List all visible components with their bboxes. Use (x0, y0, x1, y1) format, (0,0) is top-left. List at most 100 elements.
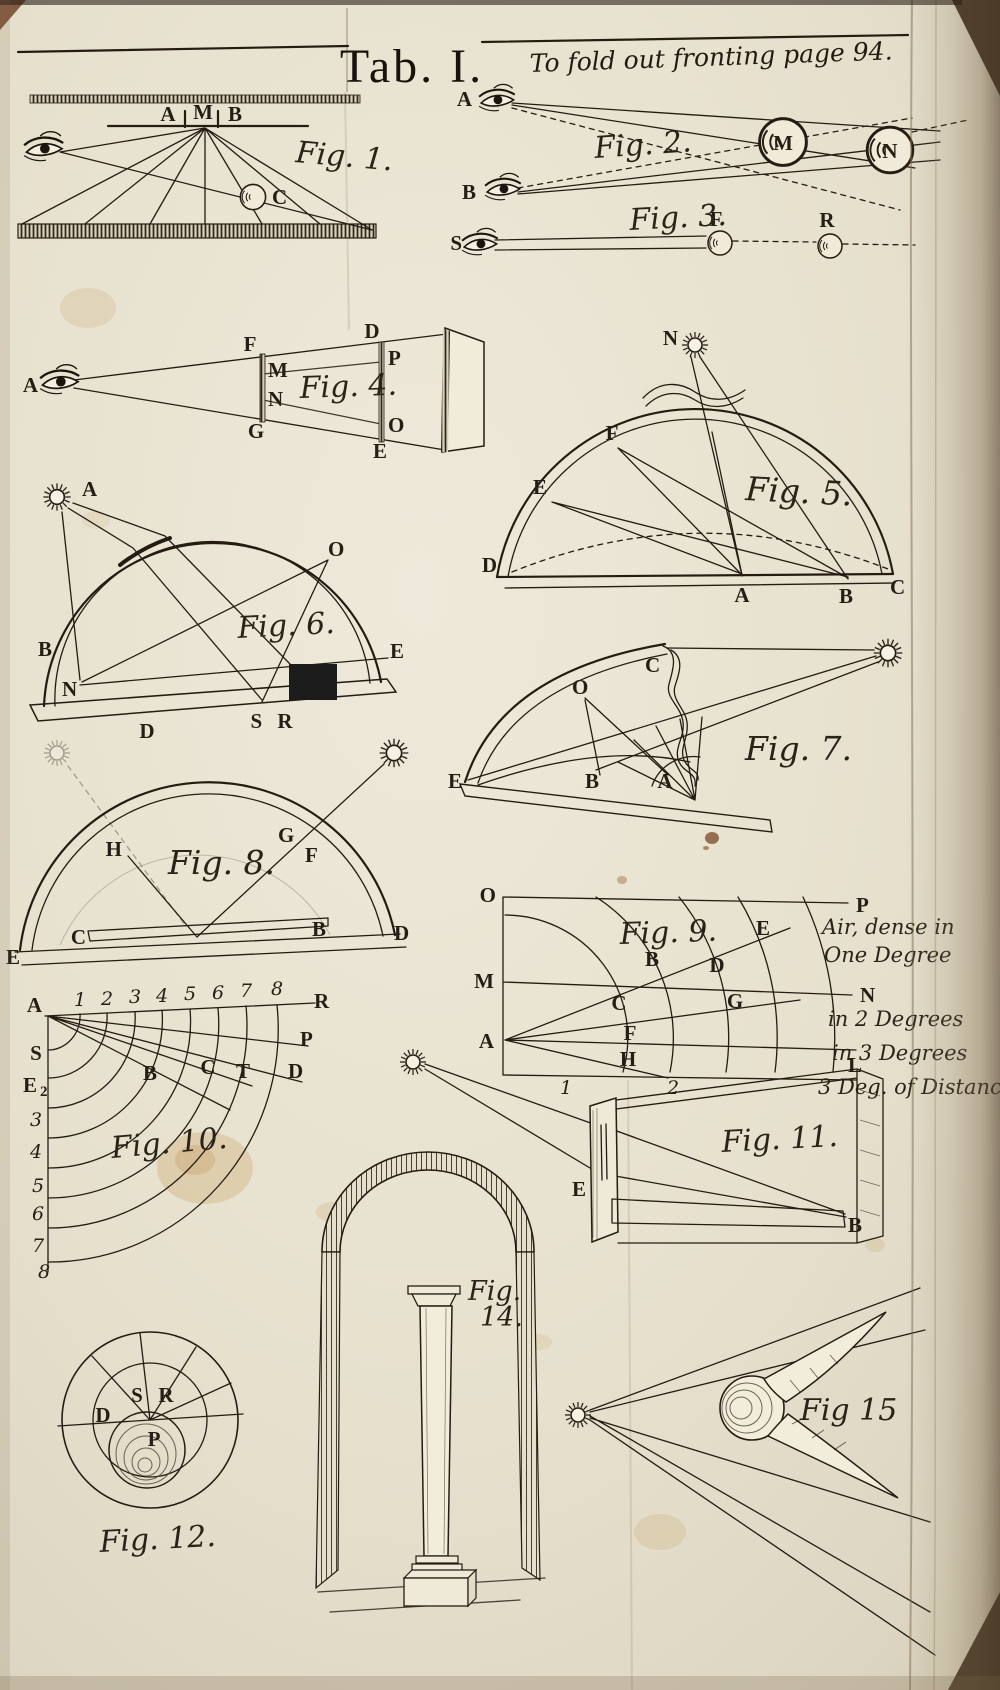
fig5-label-e: E (533, 475, 547, 499)
fig9-label-l: L (848, 1053, 862, 1077)
fig10-label-d: D (288, 1059, 303, 1083)
figure-14: Fig. 14. (315, 1151, 546, 1613)
fig8-caption: Fig. 8. (167, 843, 275, 882)
fig4-label-a: A (23, 373, 39, 397)
fig7-label-c: C (645, 653, 660, 677)
fig4-caption: Fig. 4. (298, 368, 397, 406)
sun-icon (399, 1048, 427, 1076)
fig15-caption: Fig 15 (799, 1393, 897, 1428)
fig7-label-o: O (572, 675, 588, 699)
sphere-r (817, 233, 843, 259)
fig12-label-s: S (131, 1383, 143, 1407)
figure-1: A M B C Fig. 1. (17, 94, 394, 239)
fig10-top-8: 8 (271, 978, 283, 1000)
fig10-top-4: 4 (155, 985, 168, 1007)
figure-15: Fig 15 (564, 1287, 936, 1656)
sun-icon (564, 1401, 592, 1429)
fig3-caption: Fig. 3. (628, 198, 728, 238)
fig4-label-n: N (268, 387, 283, 411)
fig6-label-e: E (390, 639, 404, 663)
fig11-label-e: E (572, 1177, 586, 1201)
figure-2: A B M N Fig. 2. (457, 83, 969, 211)
fig4-label-f: F (244, 332, 257, 356)
fig10-top-3: 3 (129, 986, 141, 1008)
fig4-label-e: E (373, 439, 387, 463)
fig9-label-p: P (856, 893, 869, 917)
fig7-caption: Fig. 7. (744, 729, 852, 768)
figure-5: N F E D A B C Fig. 5. (482, 326, 905, 608)
fig10-label-r: R (314, 989, 330, 1013)
figure-6: A O B N E D S R Fig. 6. (28, 477, 404, 743)
fig10-top-7: 7 (240, 980, 253, 1002)
fig4-label-g: G (248, 419, 264, 443)
fig10-top-5: 5 (184, 983, 196, 1005)
fig5-label-f: F (606, 421, 619, 445)
sun-icon (378, 737, 410, 769)
fig8-label-c: C (71, 925, 86, 949)
fig6-label-o: O (328, 537, 344, 561)
column (402, 1285, 478, 1608)
sun-icon (42, 482, 72, 512)
fig9-label-b: B (645, 947, 659, 971)
fig7-label-a: A (657, 769, 673, 793)
fig10-top-2: 2 (100, 988, 113, 1010)
fig8-label-b: B (312, 917, 326, 941)
fig6-label-sr: S R (250, 709, 297, 733)
fig11-caption: Fig. 11. (720, 1119, 839, 1160)
fig10-left-8: 8 (38, 1261, 50, 1283)
figure-3: S F R Fig. 3. (450, 198, 916, 259)
fig9-label-h: H (620, 1047, 636, 1071)
fig8-label-e: E (6, 945, 20, 969)
fig12-label-p: P (148, 1427, 161, 1451)
fig10-left-5: 5 (32, 1175, 44, 1197)
fig3-label-f: F (710, 207, 723, 231)
figure-8: H G F C B D E Fig. 8. (6, 737, 410, 969)
figure-10: A R 1 2 3 4 5 6 7 8 S E 2 3 4 5 6 7 8 P … (23, 978, 330, 1283)
fig9-label-c: C (611, 991, 626, 1015)
fig9-tick-1: 1 (560, 1077, 572, 1099)
fig2-label-a: A (457, 87, 473, 111)
fig7-fan (617, 716, 703, 801)
faint-sun-icon (43, 739, 186, 926)
fig4-label-o: O (388, 413, 404, 437)
sphere-c (239, 183, 267, 211)
fig3-label-s: S (450, 231, 462, 255)
fig9-label-g: G (727, 989, 743, 1013)
fig14-caption-line2: 14. (480, 1302, 523, 1333)
fig4-label-d: D (364, 319, 379, 343)
fig10-label-s: S (30, 1041, 42, 1065)
fig10-label-p: P (300, 1027, 313, 1051)
fig5-label-b: B (839, 584, 853, 608)
figure-11: E B Fig. 11. (399, 1048, 884, 1244)
fig6-label-b: B (38, 637, 52, 661)
fig2-label-b: B (462, 180, 476, 204)
fig9-label-d: D (709, 953, 724, 977)
fig9-caption: Fig. 9. (618, 914, 717, 952)
fig2-caption: Fig. 2. (592, 124, 693, 166)
fig10-label-b: B (143, 1061, 157, 1085)
fig12-label-d: D (95, 1403, 110, 1427)
fig6-caption: Fig. 6. (236, 606, 336, 646)
fig8-label-h: H (106, 837, 122, 861)
fig1-label-c: C (272, 185, 287, 209)
fig1-label-b: B (228, 102, 242, 126)
fig1-label-a: A (160, 102, 176, 126)
figure-12: S R D P Fig. 12. (57, 1331, 244, 1560)
fig7-label-b: B (585, 769, 599, 793)
sphere-f (707, 230, 733, 256)
fig9-label-f: F (624, 1021, 637, 1045)
fig11-label-b: B (848, 1213, 862, 1237)
fig9-label-e: E (756, 916, 770, 940)
sun-icon (681, 331, 709, 359)
fig1-rays (21, 127, 373, 231)
fig5-caption: Fig. 5. (744, 469, 854, 514)
fig10-label-e: E (23, 1073, 37, 1097)
fig3-label-r: R (819, 208, 835, 232)
fig4-label-m: M (268, 358, 288, 382)
fig10-top-1: 1 (74, 989, 86, 1011)
fig2-label-m: M (773, 131, 793, 155)
figure-4: A F M N G D P O E Fig. 4. (23, 319, 485, 463)
fig9-tick-2: 2 (666, 1077, 679, 1099)
